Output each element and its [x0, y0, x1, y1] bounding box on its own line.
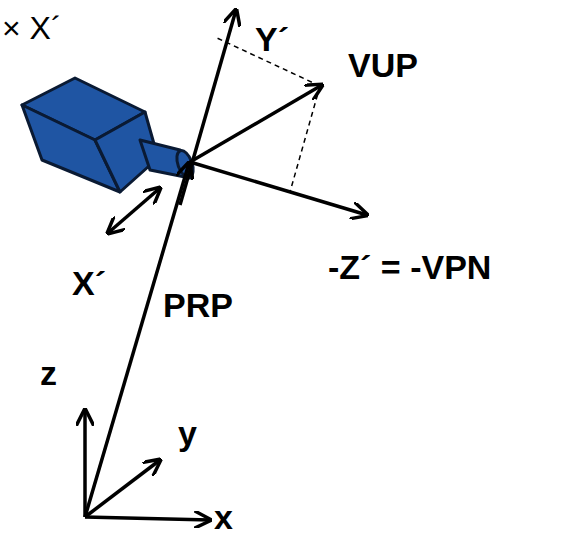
- projection-line: [290, 86, 320, 192]
- vector-label: PRP: [163, 288, 233, 322]
- y-axis: [85, 460, 160, 517]
- neg-z-prime-axis: [190, 162, 367, 215]
- axis-label: × X´: [2, 12, 62, 44]
- axis-label: x: [214, 500, 233, 534]
- vector-label: VUP: [348, 48, 418, 82]
- axis-label: Y´: [255, 22, 289, 56]
- x-prime-axis: [108, 188, 160, 233]
- y-prime-axis: [180, 10, 236, 205]
- axis-label: -Z´ = -VPN: [328, 250, 491, 284]
- axes: [85, 10, 367, 520]
- axis-label: z: [40, 356, 57, 390]
- camera-symbol: [22, 78, 196, 192]
- axis-label: X´: [72, 266, 106, 300]
- prp-vector: [85, 163, 189, 517]
- z-axis: [83, 410, 87, 517]
- x-axis: [85, 517, 210, 520]
- axis-label: y: [178, 416, 197, 450]
